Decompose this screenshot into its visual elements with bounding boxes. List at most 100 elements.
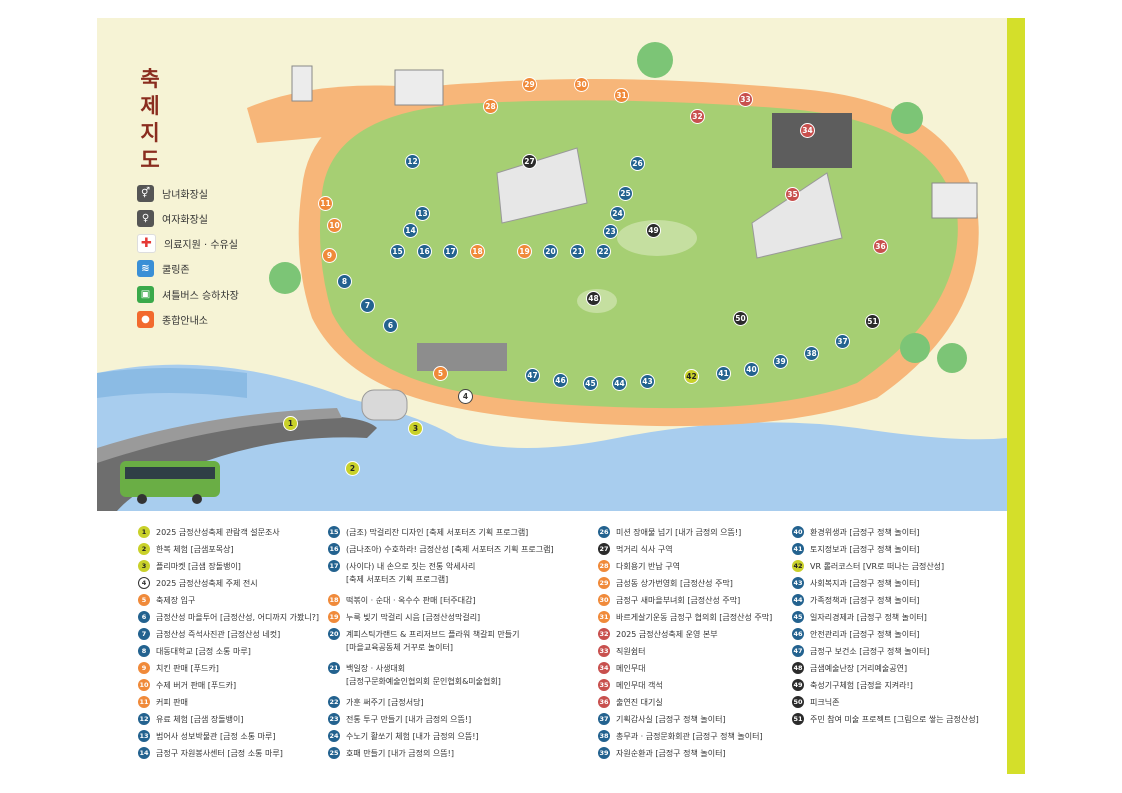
map-marker-39[interactable]: 39	[773, 354, 788, 369]
toilet-booth-center	[394, 69, 444, 106]
program-number-badge: 29	[598, 577, 610, 589]
map-marker-27[interactable]: 27	[522, 154, 537, 169]
map-marker-32[interactable]: 32	[690, 109, 705, 124]
map-marker-40[interactable]: 40	[744, 362, 759, 377]
program-number-badge: 18	[328, 594, 340, 606]
map-marker-22[interactable]: 22	[596, 244, 611, 259]
map-marker-5[interactable]: 5	[433, 366, 448, 381]
map-marker-35[interactable]: 35	[785, 187, 800, 202]
entrance-gate	[417, 343, 507, 371]
map-marker-45[interactable]: 45	[583, 376, 598, 391]
program-label: 메인무대 객석	[616, 681, 663, 690]
program-label: 사회복지과 [금정구 정책 놀이터]	[810, 579, 920, 588]
program-list-item: 18 떡볶이 · 순대 · 옥수수 판매 [터주대감]	[328, 594, 476, 607]
program-list-item: 16(금나조아) 수호하라! 금정산성 [축제 서포터즈 기획 프로그램]	[328, 543, 554, 556]
legend-item-info: ● 종합안내소	[137, 310, 208, 328]
map-marker-10[interactable]: 10	[327, 218, 342, 233]
map-marker-16[interactable]: 16	[417, 244, 432, 259]
map-marker-2[interactable]: 2	[345, 461, 360, 476]
map-marker-4[interactable]: 4	[458, 389, 473, 404]
map-marker-7[interactable]: 7	[360, 298, 375, 313]
river	[97, 364, 1007, 511]
program-number-badge: 28	[598, 560, 610, 572]
map-marker-3[interactable]: 3	[408, 421, 423, 436]
map-marker-25[interactable]: 25	[618, 186, 633, 201]
program-label: 다회용기 반납 구역	[616, 562, 680, 571]
map-marker-13[interactable]: 13	[415, 206, 430, 221]
program-label: 전통 투구 만들기 [내가 금정의 으뜸!]	[346, 715, 472, 724]
main-stage	[772, 113, 852, 168]
program-label: 가훈 써주기 [금정서당]	[346, 698, 424, 707]
map-marker-11[interactable]: 11	[318, 196, 333, 211]
map-marker-28[interactable]: 28	[483, 99, 498, 114]
map-marker-36[interactable]: 36	[873, 239, 888, 254]
map-marker-34[interactable]: 34	[800, 123, 815, 138]
tunnel	[361, 389, 408, 421]
map-marker-1[interactable]: 1	[283, 416, 298, 431]
map-marker-6[interactable]: 6	[383, 318, 398, 333]
program-number-badge: 24	[328, 730, 340, 742]
bus-windows	[125, 467, 215, 479]
map-marker-8[interactable]: 8	[337, 274, 352, 289]
program-list-item: 23 전통 투구 만들기 [내가 금정의 으뜸!]	[328, 713, 471, 726]
map-marker-24[interactable]: 24	[610, 206, 625, 221]
map-marker-21[interactable]: 21	[570, 244, 585, 259]
tree	[937, 343, 967, 373]
program-list-item: 24 수노기 활쏘기 체험 [내가 금정의 으뜸!]	[328, 730, 479, 743]
map-marker-14[interactable]: 14	[403, 223, 418, 238]
map-marker-12[interactable]: 12	[405, 154, 420, 169]
map-marker-26[interactable]: 26	[630, 156, 645, 171]
map-marker-43[interactable]: 43	[640, 374, 655, 389]
map-marker-46[interactable]: 46	[553, 373, 568, 388]
program-label: 축성기구체험 [금정을 지켜라!]	[810, 681, 913, 690]
map-marker-9[interactable]: 9	[322, 248, 337, 263]
map-marker-42[interactable]: 42	[684, 369, 699, 384]
map-marker-33[interactable]: 33	[738, 92, 753, 107]
map-marker-29[interactable]: 29	[522, 77, 537, 92]
map-marker-30[interactable]: 30	[574, 77, 589, 92]
map-title-char: 축	[140, 67, 160, 91]
map-marker-49[interactable]: 49	[646, 223, 661, 238]
legend-label: 의료지원 · 수유실	[164, 239, 238, 251]
program-number-badge: 30	[598, 594, 610, 606]
map-marker-31[interactable]: 31	[614, 88, 629, 103]
map-marker-44[interactable]: 44	[612, 376, 627, 391]
program-number-badge: 31	[598, 611, 610, 623]
program-number-badge: 23	[328, 713, 340, 725]
map-marker-15[interactable]: 15	[390, 244, 405, 259]
program-label: 수노기 활쏘기 체험 [내가 금정의 으뜸!]	[346, 732, 479, 741]
program-label: (금조) 막걸리잔 디자인 [축제 서포터즈 기획 프로그램]	[346, 528, 529, 537]
map-marker-48[interactable]: 48	[586, 291, 601, 306]
program-label: 떡볶이 · 순대 · 옥수수 판매 [터주대감]	[346, 596, 476, 605]
festival-map[interactable]: 축 제 지 도 ⚥ 남녀화장실 ♀ 여자화장실 ✚ 의료지원 · 수유실 ≋ 쿨…	[97, 18, 1007, 511]
map-marker-20[interactable]: 20	[543, 244, 558, 259]
map-marker-23[interactable]: 23	[603, 224, 618, 239]
map-marker-47[interactable]: 47	[525, 368, 540, 383]
map-marker-41[interactable]: 41	[716, 366, 731, 381]
program-label: 먹거리 식사 구역	[616, 545, 673, 554]
legend-item-restroom-both: ⚥ 남녀화장실	[137, 184, 208, 202]
program-label: 범어사 성보박물관 [금정 소통 마루]	[156, 732, 276, 741]
map-marker-18[interactable]: 18	[470, 244, 485, 259]
map-marker-50[interactable]: 50	[733, 311, 748, 326]
map-marker-51[interactable]: 51	[865, 314, 880, 329]
map-marker-38[interactable]: 38	[804, 346, 819, 361]
map-marker-37[interactable]: 37	[835, 334, 850, 349]
map-marker-17[interactable]: 17	[443, 244, 458, 259]
program-label: 주민 참여 미술 프로젝트 [그림으로 쌓는 금정산성]	[810, 715, 979, 724]
program-label: 일자리경제과 [금정구 정책 놀이터]	[810, 613, 927, 622]
program-number-badge: 10	[138, 679, 150, 691]
map-marker-19[interactable]: 19	[517, 244, 532, 259]
program-list-item: 17(사이다) 내 손으로 짓는 전통 악세사리 [축제 서포터즈 기획 프로그…	[328, 560, 475, 586]
program-label: VR 롤러코스터 [VR로 떠나는 금정산성]	[810, 562, 945, 571]
